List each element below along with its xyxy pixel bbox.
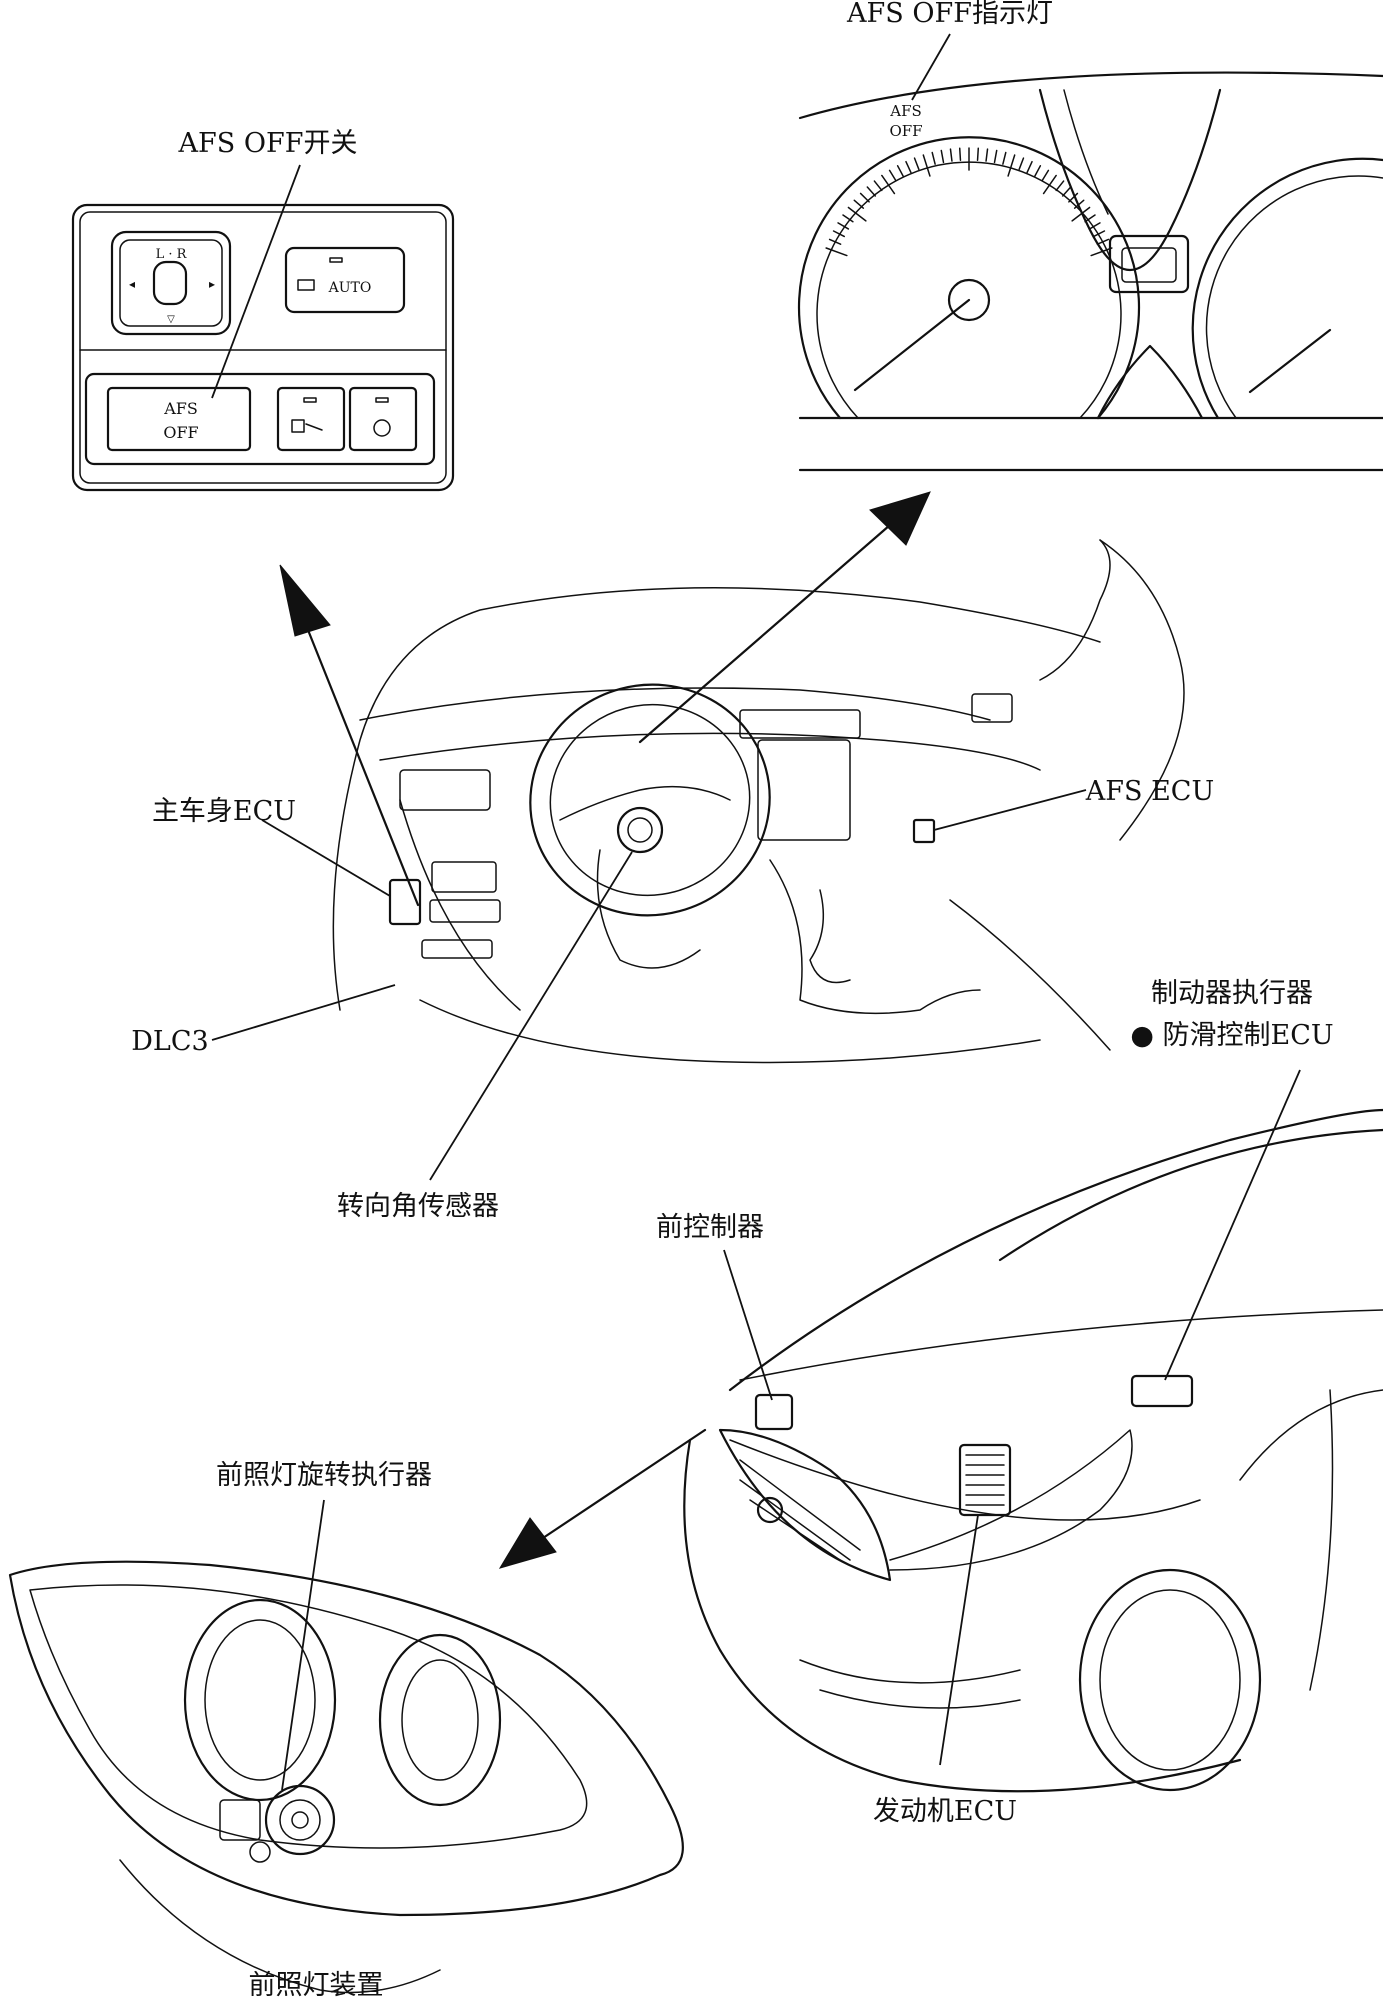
gauge-tick xyxy=(1073,199,1085,209)
meter-afs-line2: OFF xyxy=(889,122,922,140)
label-headlight-assembly: 前照灯装置 xyxy=(249,1970,384,2001)
label-main-body-ecu: 主车身ECU xyxy=(152,796,296,827)
gauge-tick xyxy=(1068,192,1079,203)
meter-afs-line1: AFS xyxy=(889,102,922,120)
gauge-tick xyxy=(1033,165,1042,178)
gauge-tick xyxy=(1090,247,1113,257)
afs-button-line1: AFS xyxy=(163,399,198,418)
label-front-controller: 前控制器 xyxy=(656,1212,764,1243)
brake-actuator-shape xyxy=(1130,1374,1194,1408)
gauge-tick xyxy=(1026,160,1033,174)
gauge-tick xyxy=(825,247,848,257)
gauge-tick xyxy=(1042,174,1057,195)
gauge-tick xyxy=(1002,151,1007,165)
gauge-tick xyxy=(1084,214,1096,223)
switch-panel-inset: L · R ◂ ▸ ▽ AUTO AFS OFF xyxy=(71,203,455,492)
main-body-ecu-shape xyxy=(388,878,422,926)
gauge-tick xyxy=(922,154,931,177)
label-dlc3: DLC3 xyxy=(131,1026,208,1057)
mirror-adjust-switch: L · R ◂ ▸ ▽ xyxy=(110,230,232,336)
label-engine-ecu: 发动机ECU xyxy=(873,1796,1017,1827)
afs-button-line2: OFF xyxy=(163,423,198,442)
gauge-tick xyxy=(1071,206,1091,222)
vehicle-interior-drawing xyxy=(332,539,1185,1064)
afs-off-button: AFS OFF xyxy=(106,386,252,452)
gauge-tick xyxy=(940,149,945,164)
gauge-tick xyxy=(847,206,867,222)
gauge-tick xyxy=(1018,157,1025,171)
svg-text:▽: ▽ xyxy=(167,314,175,325)
gauge-tick xyxy=(976,147,980,162)
gauge-tick xyxy=(866,186,877,197)
vehicle-exterior-drawing xyxy=(683,1108,1383,1793)
label-afs-ecu: AFS ECU xyxy=(1085,776,1214,807)
engine-ecu-shape xyxy=(958,1443,1012,1517)
svg-text:▸: ▸ xyxy=(209,277,215,291)
gauge-tick xyxy=(958,147,962,162)
label-afs-off-indicator: AFS OFF指示灯 xyxy=(846,0,1053,29)
sport-mode-button xyxy=(348,386,418,452)
gauge-tick xyxy=(1088,222,1101,230)
headlight-assembly-drawing xyxy=(8,1560,684,1994)
gauge-tick xyxy=(985,148,989,162)
label-steering-angle-sensor: 转向角传感器 xyxy=(337,1191,499,1222)
arrow-to-headlight xyxy=(498,1428,707,1569)
label-headlight-swivel-actuator: 前照灯旋转执行器 xyxy=(216,1460,432,1491)
gauge-tick xyxy=(1041,169,1050,182)
gauge-tick xyxy=(1092,230,1106,238)
gauge-tick xyxy=(993,149,998,164)
gauge-tick xyxy=(1007,154,1016,177)
gauge-tick xyxy=(1055,180,1065,192)
gauge-tick xyxy=(837,222,850,230)
vsc-off-button xyxy=(276,386,346,452)
label-brake-actuator: 制动器执行器 xyxy=(1151,978,1313,1009)
gauge-tick xyxy=(832,230,846,238)
gauge-tick xyxy=(859,192,870,203)
afs-ecu-shape xyxy=(912,818,936,844)
gauge-tick xyxy=(842,214,854,223)
gauge-tick xyxy=(1096,238,1110,245)
auto-label: AUTO xyxy=(328,280,372,296)
front-controller-shape xyxy=(754,1393,794,1431)
arrow-to-switch-panel xyxy=(279,564,420,907)
gauge-tick xyxy=(905,160,912,174)
steering-wheel xyxy=(529,683,771,969)
gauge-tick xyxy=(853,199,865,209)
gauge-tick xyxy=(873,180,883,192)
instrument-cluster-inset: AFS OFF xyxy=(797,71,1383,472)
auto-leveling-switch: AUTO xyxy=(284,246,406,314)
gauge-tick xyxy=(949,148,953,162)
headlight-swivel-actuator-shape xyxy=(219,1784,336,1863)
speedometer xyxy=(797,136,1141,420)
tachometer xyxy=(1191,157,1383,420)
gauge-tick xyxy=(913,157,920,171)
gauge-tick xyxy=(931,151,936,165)
svg-text:◂: ◂ xyxy=(129,277,135,291)
mirror-lr-label: L · R xyxy=(156,247,188,262)
gauge-tick xyxy=(881,174,896,195)
gauge-tick xyxy=(828,238,842,245)
gauge-tick xyxy=(888,169,897,182)
steering-angle-sensor-shape xyxy=(616,806,664,854)
gauge-tick xyxy=(1061,186,1072,197)
arrow-to-instrument-cluster xyxy=(638,491,931,744)
gauge-tick xyxy=(896,165,905,178)
label-skid-control-ecu: ● 防滑控制ECU xyxy=(1130,1020,1333,1051)
label-afs-off-switch: AFS OFF开关 xyxy=(178,128,358,159)
